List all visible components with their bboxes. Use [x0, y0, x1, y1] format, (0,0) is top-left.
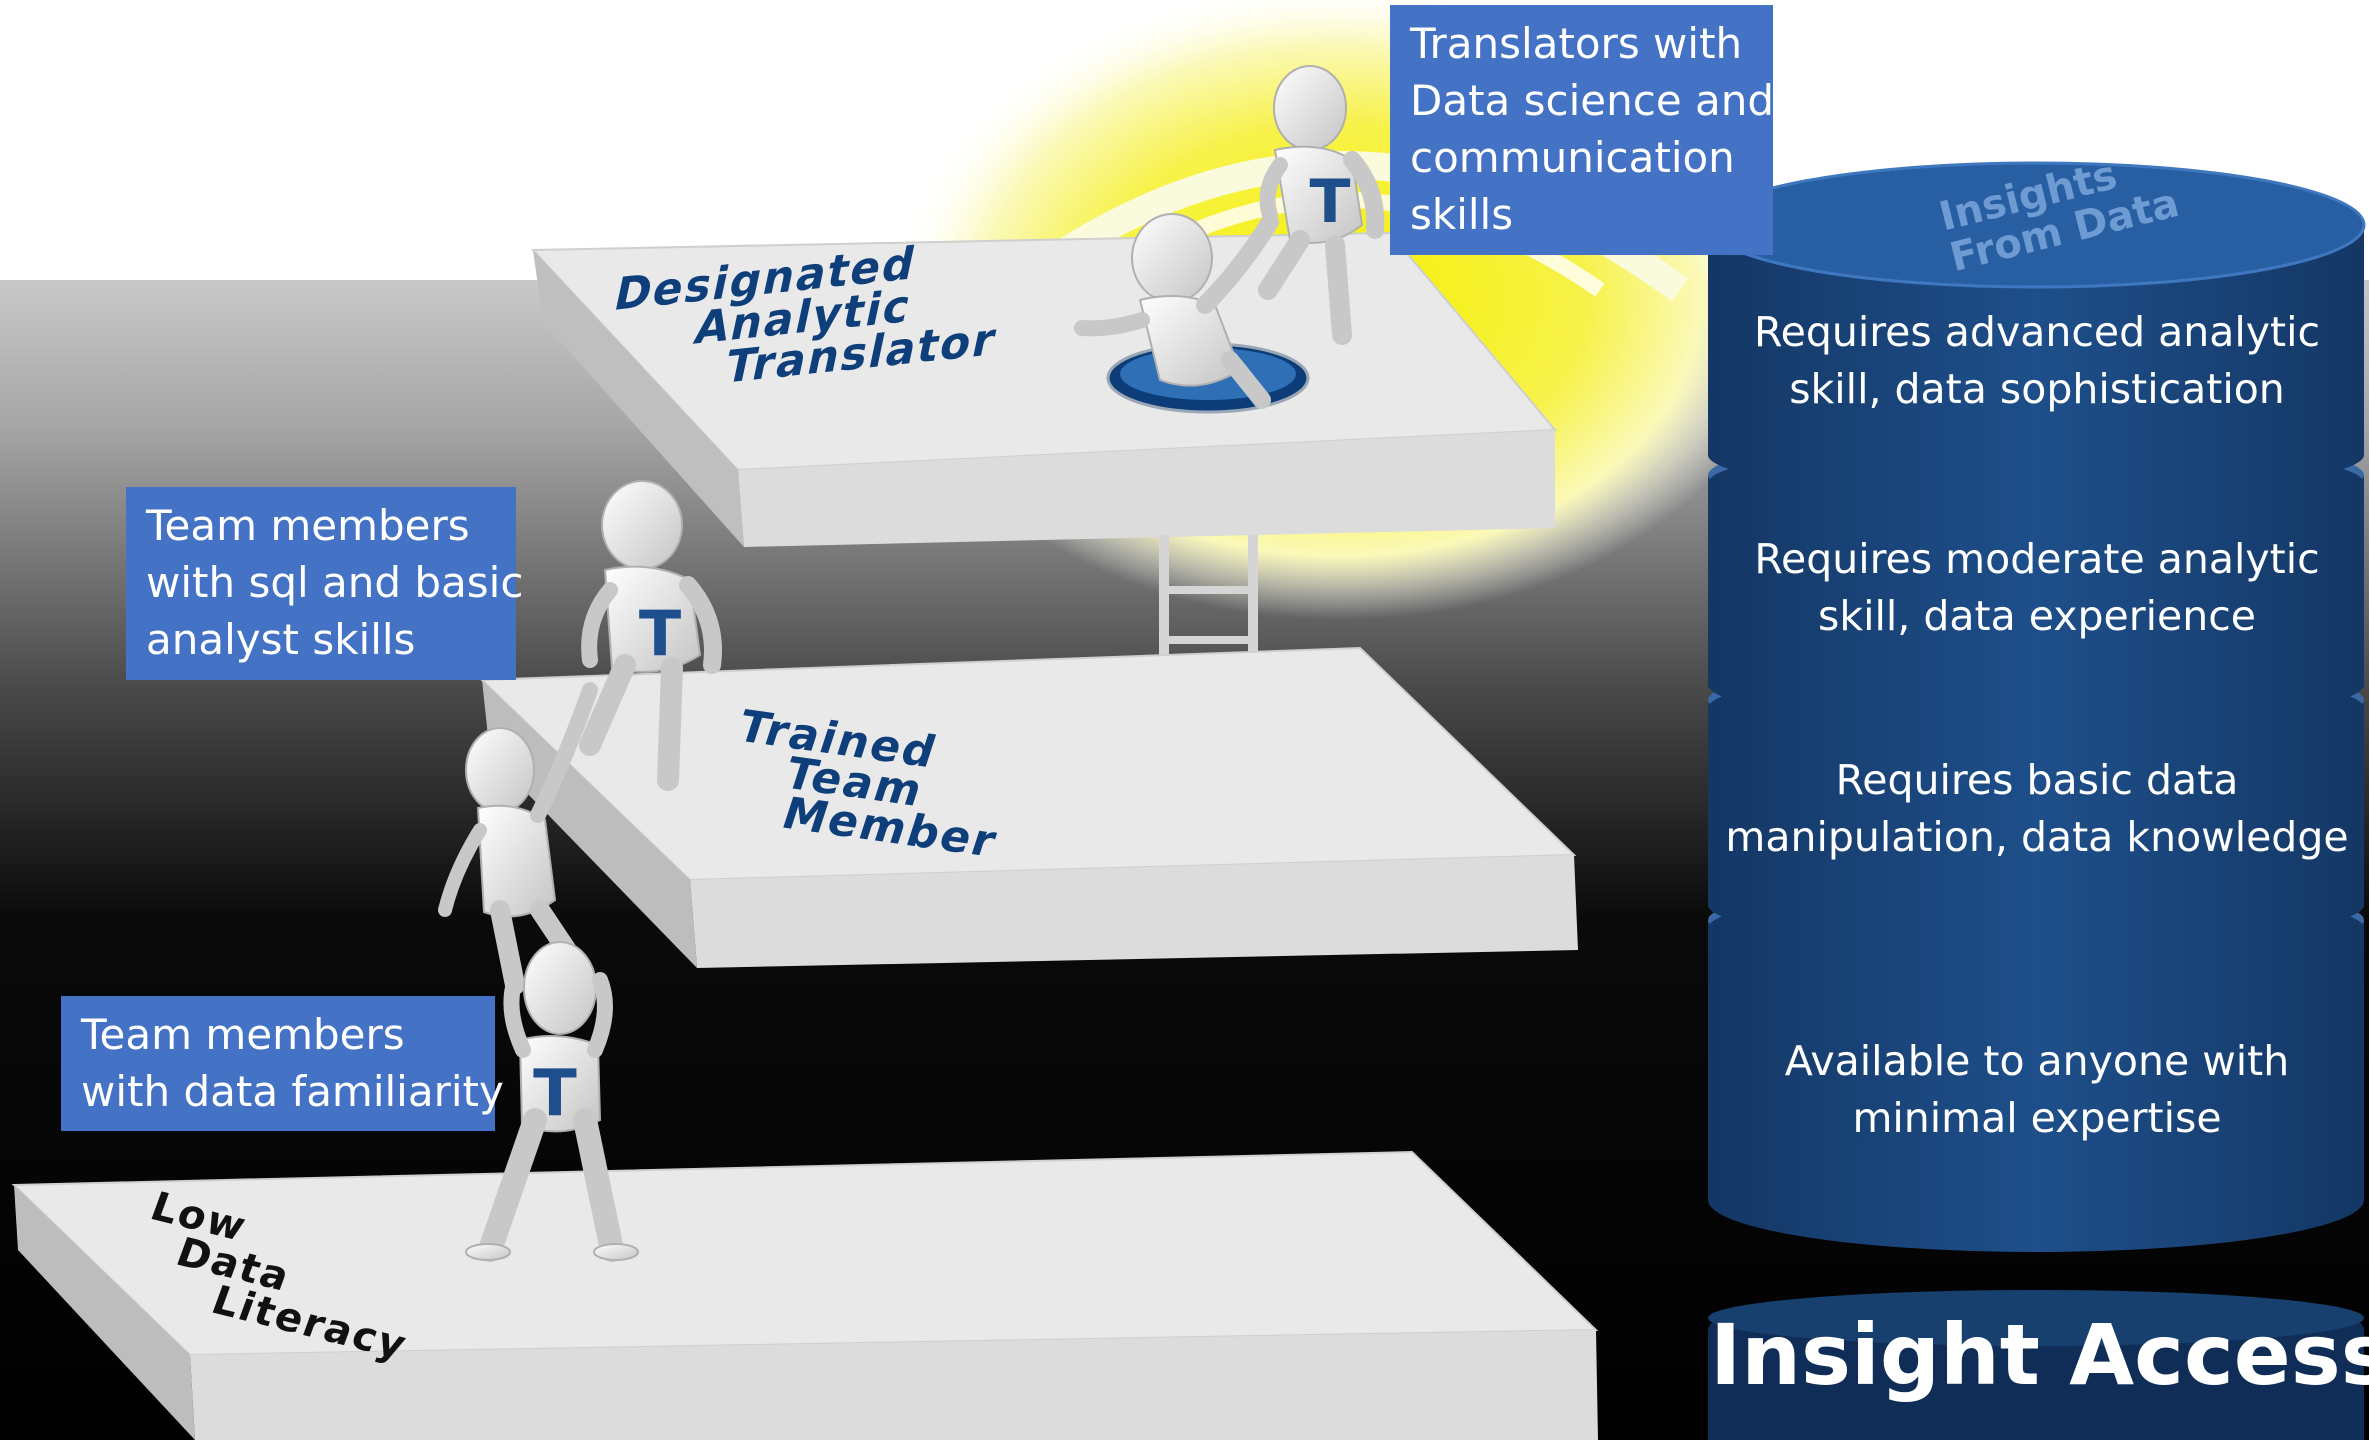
figure-badge-top: T [1310, 167, 1351, 237]
callout-translators: Translators with Data science and commun… [1390, 5, 1775, 255]
callout-translators-line-3: communication [1410, 133, 1735, 182]
callout-translators-line-1: Translators with [1410, 19, 1743, 68]
db-tier-advanced: Requires advanced analytic skill, data s… [1712, 304, 2362, 418]
db-tier-advanced-line-2: skill, data sophistication [1789, 365, 2285, 413]
callout-translators-line-4: skills [1410, 190, 1514, 239]
db-tier-advanced-line-1: Requires advanced analytic [1753, 308, 2321, 356]
db-tier-moderate: Requires moderate analytic skill, data e… [1712, 531, 2362, 645]
db-tier-moderate-line-2: skill, data experience [1818, 592, 2256, 640]
platform-designated-analytic-translator: Designated Analytic Translator [530, 231, 1558, 547]
db-tier-minimal: Available to anyone with minimal experti… [1712, 1033, 2362, 1147]
db-tier-minimal-line-2: minimal expertise [1852, 1094, 2222, 1142]
callout-sql-line-2: with sql and basic [146, 558, 524, 607]
db-tier-minimal-line-1: Available to anyone with [1784, 1037, 2290, 1085]
stick-figure-icon-bottom: T [465, 941, 639, 1262]
figure-badge-bottom: T [533, 1057, 577, 1131]
callout-familiarity-line-1: Team members [81, 1010, 405, 1059]
insight-access-title: Insight Access [1710, 1306, 2369, 1404]
db-tier-basic: Requires basic data manipulation, data k… [1712, 752, 2362, 866]
callout-sql-line-3: analyst skills [146, 615, 416, 664]
db-tier-basic-line-1: Requires basic data [1835, 756, 2239, 804]
stick-figure-icon-hole [1074, 213, 1279, 409]
callout-familiarity-line-2: with data familiarity [81, 1067, 504, 1116]
db-tier-basic-line-2: manipulation, data knowledge [1725, 813, 2349, 861]
callout-data-familiarity: Team members with data familiarity [61, 996, 504, 1131]
database-cylinder-icon: Insights From Data [1706, 152, 2366, 1440]
callout-sql-analysts: Team members with sql and basic analyst … [126, 487, 524, 680]
callout-sql-line-1: Team members [146, 501, 470, 550]
platform-trained-team-member: Trained Team Member [479, 646, 1578, 968]
db-tier-moderate-line-1: Requires moderate analytic [1754, 535, 2320, 583]
stick-figure-icon-middle: T [579, 480, 722, 791]
figure-badge-middle: T [639, 597, 681, 670]
platform-low-data-literacy: Low Data Literacy [11, 1150, 1599, 1440]
callout-translators-line-2: Data science and [1410, 76, 1775, 125]
stick-figure-icon-top: T [1258, 65, 1385, 345]
